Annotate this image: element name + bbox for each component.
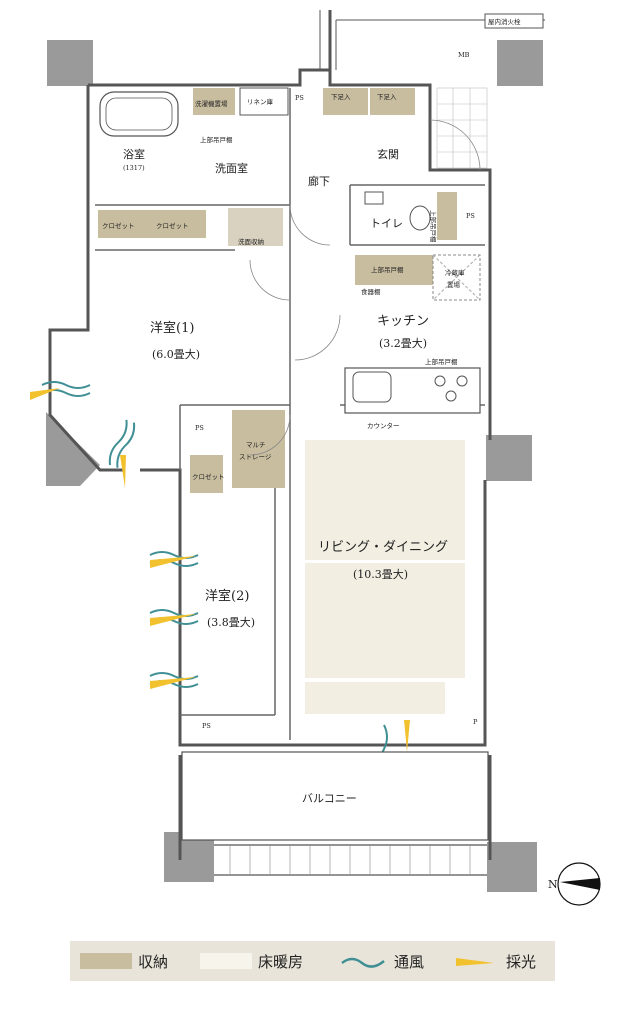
western1-name: 洋室(1) [150, 320, 194, 336]
room-labels: 浴室 (1317) 洗濯機置場 リネン庫 上部吊戸棚 洗面室 洗面収納 PS 下… [102, 93, 478, 805]
legend-wind: 通風 [338, 951, 424, 971]
balcony-rail [229, 845, 471, 875]
multi-storage-2: ストレージ [239, 453, 272, 461]
legend-floor-heating: 床暖房 [200, 951, 303, 971]
light-icon [456, 958, 494, 966]
closet1b-label: クロゼット [156, 221, 189, 230]
legend-storage-label: 収納 [138, 952, 169, 971]
entrance-floor [436, 87, 488, 169]
hydrant-label: 屋内消火栓 [488, 17, 521, 26]
bathtub [99, 91, 179, 137]
column [487, 842, 537, 892]
multi-storage-1: マルチ [246, 441, 266, 449]
corridor-name: 廊下 [308, 174, 330, 188]
mb-label: MB [458, 51, 470, 59]
legend: 収納 床暖房 通風 採光 [70, 941, 555, 981]
p-label: P [473, 718, 478, 726]
stove [434, 375, 468, 402]
kitchen-cabinet2-label: 上部吊戸棚 [425, 357, 458, 366]
ps-bottom: PS [202, 722, 211, 730]
column [486, 435, 532, 481]
entrance-name: 玄関 [377, 147, 399, 161]
dish-label: 食器棚 [361, 287, 381, 296]
balcony-name: バルコニー [302, 792, 357, 805]
legend-storage: 収納 [80, 951, 168, 971]
light-markers [30, 388, 410, 752]
ps-mid: PS [195, 424, 204, 432]
toilet-cabinet-label: 上部吊戸棚 [429, 210, 438, 243]
upper-cabinet-label: 上部吊戸棚 [200, 135, 233, 144]
linen-cabinet [239, 87, 289, 116]
legend-light: 採光 [450, 951, 536, 971]
western1-size: (6.0畳大) [152, 347, 200, 361]
hydrant-box [484, 13, 544, 29]
shoe2-label: 下足入 [377, 93, 397, 101]
kitchen-name: キッチン [377, 314, 429, 329]
counter-label: カウンター [367, 421, 400, 430]
kitchen-cabinet-label: 上部吊戸棚 [371, 265, 404, 274]
kitchen-size: (3.2畳大) [379, 336, 427, 350]
ps-top: PS [295, 94, 304, 102]
column [47, 40, 93, 86]
outer-walls [48, 10, 492, 860]
bath-size: (1317) [123, 164, 145, 172]
column [497, 40, 543, 86]
storage-swatch [80, 953, 132, 969]
fridge-label-2: 置場 [447, 280, 461, 289]
closet1a-label: クロゼット [102, 221, 135, 230]
toilet-name: トイレ [370, 217, 403, 230]
legend-floor-heating-label: 床暖房 [258, 952, 304, 971]
western2-size: (3.8畳大) [207, 615, 255, 629]
column [46, 412, 100, 486]
legend-light-label: 採光 [506, 952, 537, 971]
wash-storage-label: 洗面収納 [238, 237, 264, 246]
western2-name: 洋室(2) [205, 588, 249, 604]
wind-icon [341, 957, 385, 968]
living-size: (10.3畳大) [353, 567, 408, 581]
kitchen-sink [352, 371, 392, 403]
closet2-label: クロゼット [192, 472, 225, 481]
storage-blocks [98, 88, 457, 493]
compass-label: N [548, 878, 558, 891]
linen-label: リネン庫 [247, 97, 274, 106]
compass: N [548, 862, 601, 906]
door-swings [249, 119, 481, 456]
legend-wind-label: 通風 [394, 952, 425, 971]
living-name: リビング・ダイニング [318, 540, 448, 555]
fridge-label-1: 冷蔵庫 [445, 268, 465, 277]
washroom-name: 洗面室 [215, 161, 248, 175]
floor-heating-swatch [200, 953, 252, 969]
shoe1-label: 下足入 [331, 93, 351, 101]
bath-name: 浴室 [123, 147, 145, 161]
laundry-label: 洗濯機置場 [195, 99, 228, 108]
balcony-area [181, 751, 489, 876]
floor-heating-areas [305, 440, 465, 714]
toilet-bowl [409, 205, 431, 231]
ps-toilet: PS [466, 212, 475, 220]
